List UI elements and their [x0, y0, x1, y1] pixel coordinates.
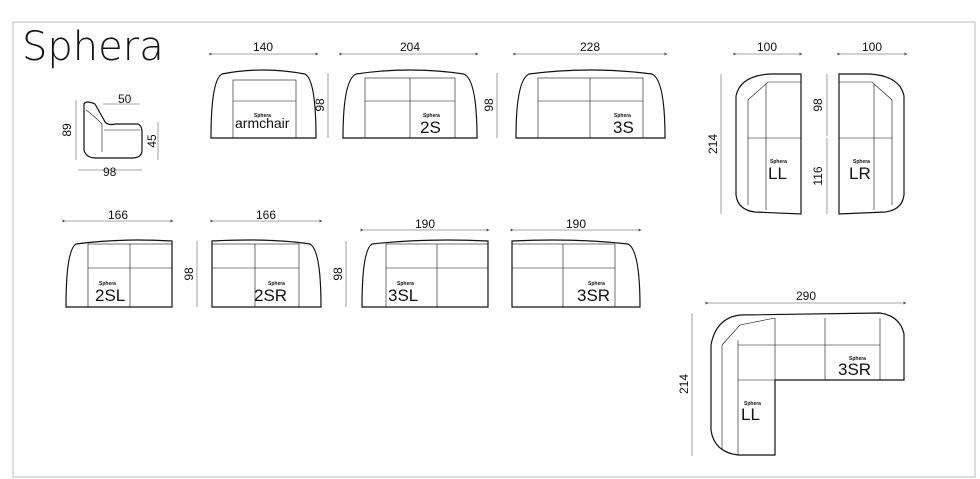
sofa-2s-width-dim: 204 — [400, 40, 420, 54]
module-3sl-outline — [361, 239, 489, 308]
module-3sr: 190 Sphera 3SR — [510, 217, 642, 308]
module-2sr-label: 2SR — [254, 286, 287, 305]
page-title: Sphera — [22, 24, 164, 70]
corner-ll-label: LL — [768, 164, 787, 183]
armchair-outline — [210, 69, 317, 139]
sofa-2s-outline — [342, 69, 478, 139]
side-depth-dim: 98 — [103, 165, 117, 179]
side-view: 50 89 45 98 — [60, 92, 159, 179]
corner-ll-length-dim: 214 — [706, 134, 720, 154]
module-2sl-outline — [65, 239, 173, 308]
brand-stamp: Sphera — [423, 113, 440, 119]
brand-stamp: Sphera — [254, 113, 271, 119]
module-3sr-label: 3SR — [577, 286, 610, 305]
corner-set-label-left: LL — [741, 405, 760, 424]
module-2sr-depth-dim: 98 — [182, 267, 196, 281]
corner-ll-outline — [735, 73, 802, 215]
module-2sl: 166 Sphera 2SL — [62, 208, 174, 308]
corner-set-length-dim: 214 — [677, 374, 691, 394]
corner-set: 290 214 Sphera 3SR Sphera LL — [677, 289, 907, 456]
brand-stamp: Sphera — [268, 281, 285, 287]
side-height-dim: 89 — [60, 123, 74, 137]
armchair-module: 140 98 Sphera armchair — [209, 40, 329, 139]
corner-set-label-right: 3SR — [838, 360, 871, 379]
brand-stamp: Sphera — [849, 356, 866, 362]
brand-stamp: Sphera — [744, 401, 761, 407]
corner-lr-width-dim: 100 — [862, 40, 882, 54]
corner-lr-outline — [838, 73, 905, 215]
corner-lr-module: 100 98 116 Sphera LR — [811, 40, 908, 215]
brand-stamp: Sphera — [588, 281, 605, 287]
module-3sr-width-dim: 190 — [566, 217, 586, 231]
brand-stamp: Sphera — [770, 159, 787, 165]
side-seat-height-dim: 45 — [145, 134, 159, 148]
module-2sr: 166 98 Sphera 2SR — [182, 208, 323, 308]
sofa-2s-label: 2S — [420, 118, 441, 137]
side-sofa-outline — [83, 101, 143, 159]
corner-set-width-dim: 290 — [796, 289, 816, 303]
sofa-3s-width-dim: 228 — [580, 40, 600, 54]
corner-lr-back-dim: 98 — [811, 98, 825, 112]
sofa-3s-outline — [515, 69, 666, 139]
corner-ll-width-dim: 100 — [757, 40, 777, 54]
brand-stamp: Sphera — [397, 281, 414, 287]
module-2sr-outline — [211, 239, 322, 308]
sofa-3s-label: 3S — [613, 118, 634, 137]
module-3sl-width-dim: 190 — [415, 217, 435, 231]
drawing-frame — [12, 21, 976, 478]
module-3sr-outline — [511, 239, 641, 308]
sofa-2s-depth-dim: 98 — [482, 98, 496, 112]
corner-lr-label: LR — [849, 164, 871, 183]
module-3sl-label: 3SL — [388, 286, 418, 305]
module-3sl-depth-dim: 98 — [331, 267, 345, 281]
side-seat-width-dim: 50 — [118, 92, 132, 106]
corner-ll-module: 100 214 Sphera LL — [706, 40, 803, 215]
armchair-label: armchair — [235, 115, 290, 131]
corner-set-outline — [710, 312, 905, 456]
brand-stamp: Sphera — [614, 113, 631, 119]
sofa-2s-module: 204 98 Sphera 2S — [339, 40, 498, 139]
sofa-3s-module: 228 Sphera 3S — [513, 40, 668, 139]
brand-stamp: Sphera — [99, 281, 116, 287]
armchair-width-dim: 140 — [253, 40, 273, 54]
module-2sl-width-dim: 166 — [108, 208, 128, 222]
module-3sl: 190 98 Sphera 3SL — [331, 217, 490, 308]
brand-stamp: Sphera — [853, 159, 870, 165]
module-2sl-label: 2SL — [95, 286, 125, 305]
module-2sr-width-dim: 166 — [256, 208, 276, 222]
corner-lr-seat-dim: 116 — [811, 166, 825, 185]
armchair-depth-dim: 98 — [313, 98, 327, 112]
